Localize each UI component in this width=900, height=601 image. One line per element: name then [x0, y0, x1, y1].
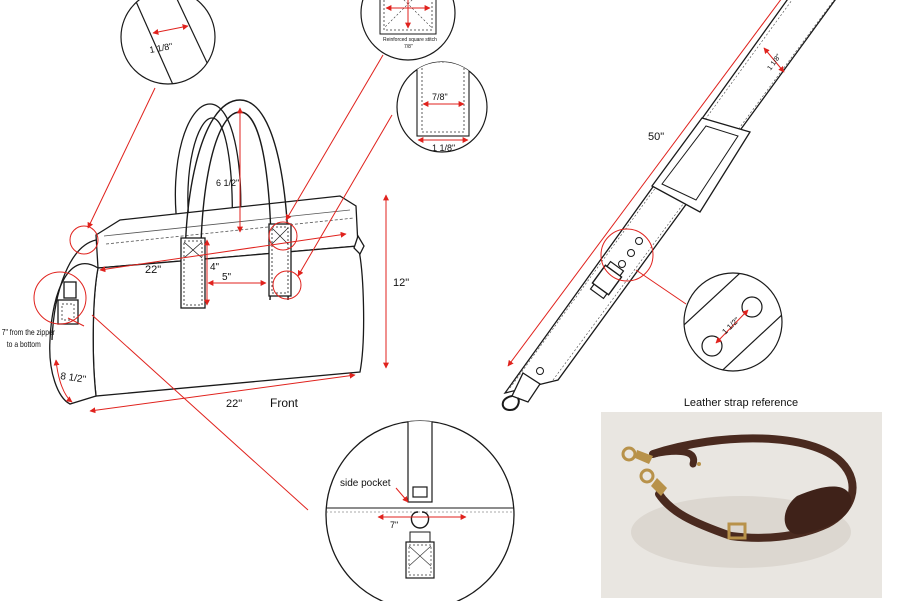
bag-dimensions: [33, 54, 393, 511]
reference-title: Leather strap reference: [683, 397, 799, 409]
bag-height-label: 12": [393, 277, 409, 289]
top-length-label: 22": [145, 264, 161, 276]
square-stitch-detail: Reinforced square stitch 7/8": [360, 0, 456, 61]
shoulder-strap: [501, 0, 836, 412]
tab-outer-label: 1 1/8": [432, 143, 455, 153]
handle-width-detail: 1 1/8": [120, 0, 216, 85]
zipper-note-line1: 7" from the zipper: [2, 327, 56, 337]
hole-spacing-detail: 1 1/2": [683, 272, 783, 372]
handle-spacing-label: 5": [222, 272, 232, 283]
handle-width-label: 1 1/8": [149, 41, 174, 55]
tab-inner-label: 7/8": [432, 92, 448, 102]
handle-height-label: 4": [210, 262, 220, 273]
side-pocket-label: side pocket: [340, 478, 391, 489]
bag-dimension-labels: 6 1/2" 4" 5" 22" 12" 7" from the zipper …: [2, 178, 410, 410]
side-pocket-width-label: 7": [390, 520, 398, 530]
square-stitch-label: Reinforced square stitch: [383, 37, 437, 43]
side-depth-label: 8 1/2": [60, 371, 88, 386]
strap-dimensions: [507, 0, 785, 367]
handle-drop-label: 6 1/2": [216, 178, 239, 188]
view-label: Front: [270, 396, 299, 410]
tab-detail: 7/8" 1 1/8": [396, 61, 488, 153]
side-pocket-detail: side pocket 7": [325, 420, 515, 601]
square-stitch-size: 7/8": [404, 44, 413, 50]
strap-length-label: 50": [648, 131, 664, 143]
bottom-length-label: 22": [226, 398, 242, 410]
leather-strap-photo: [601, 412, 882, 598]
zipper-note-line2: to a bottom: [7, 339, 41, 349]
